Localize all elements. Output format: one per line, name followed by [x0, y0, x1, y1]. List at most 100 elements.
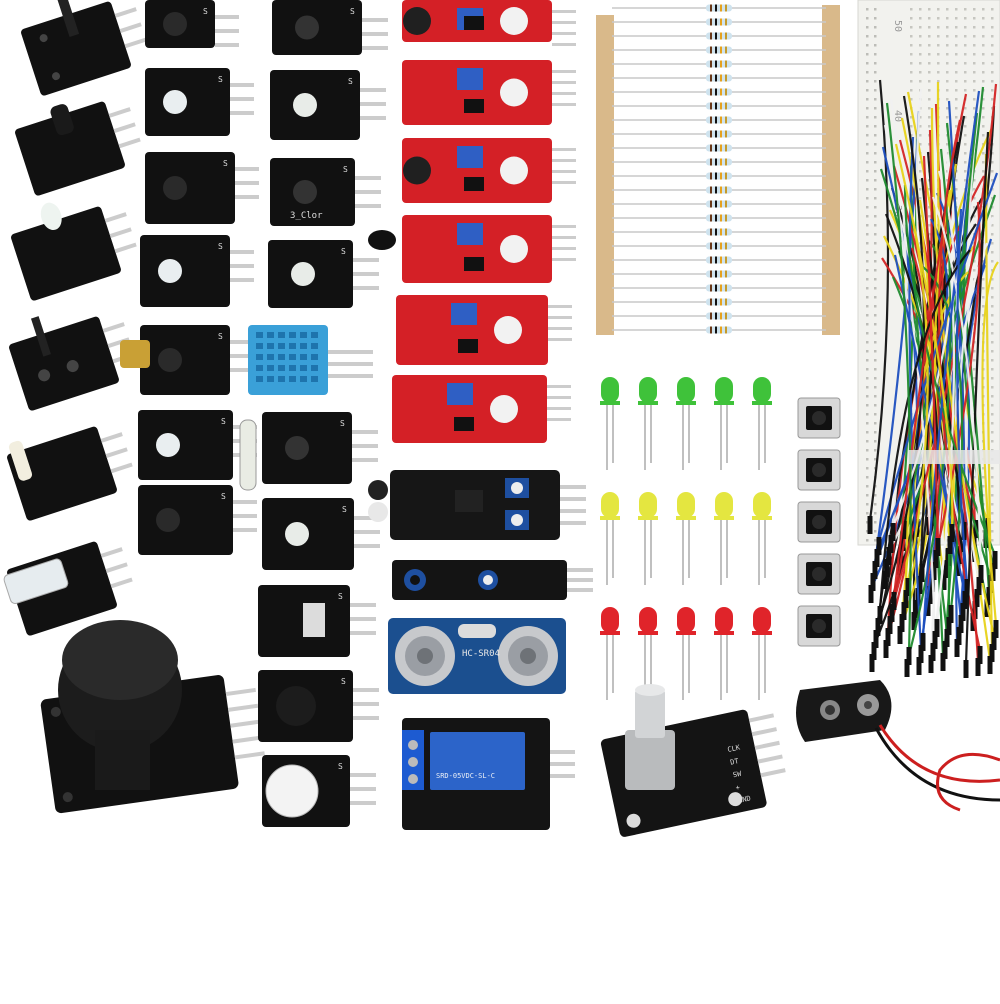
resistor: [612, 33, 826, 40]
hole: [982, 476, 985, 479]
wire-connector: [868, 516, 873, 534]
hole: [874, 179, 877, 182]
hole: [955, 80, 958, 83]
hole: [866, 476, 869, 479]
resistor: [612, 131, 826, 138]
resistor: [612, 215, 826, 222]
hole: [955, 35, 958, 38]
wire-connector: [949, 605, 954, 623]
hole: [874, 332, 877, 335]
hole: [991, 440, 994, 443]
hole: [874, 386, 877, 389]
hole: [866, 197, 869, 200]
sensor-module: S: [140, 235, 254, 307]
hole: [874, 413, 877, 416]
hole: [991, 44, 994, 47]
breadboard-number: 50: [892, 20, 903, 32]
hole: [919, 80, 922, 83]
hole: [866, 386, 869, 389]
hole: [866, 206, 869, 209]
hole: [982, 287, 985, 290]
resistor: [612, 19, 826, 26]
hole: [991, 395, 994, 398]
hole: [874, 368, 877, 371]
hole: [874, 395, 877, 398]
hole: [955, 26, 958, 29]
hole: [937, 26, 940, 29]
pin-label-s: S: [221, 492, 226, 501]
hole: [919, 53, 922, 56]
hole: [991, 494, 994, 497]
resistor: [612, 229, 826, 236]
hole: [928, 116, 931, 119]
hole: [919, 188, 922, 191]
hole: [982, 8, 985, 11]
hole: [955, 116, 958, 119]
hole: [866, 314, 869, 317]
pin-label-s: S: [341, 677, 346, 686]
hole: [874, 17, 877, 20]
hole: [991, 233, 994, 236]
hole: [874, 503, 877, 506]
hole: [910, 71, 913, 74]
hole: [991, 251, 994, 254]
led: [676, 377, 696, 470]
grill-slot: [267, 343, 274, 349]
hole: [874, 521, 877, 524]
hole: [991, 323, 994, 326]
hole: [919, 71, 922, 74]
tilted-reed-module: [3, 409, 139, 521]
hole: [928, 215, 931, 218]
hole: [910, 53, 913, 56]
hole: [928, 35, 931, 38]
hole: [866, 188, 869, 191]
led: [714, 607, 734, 700]
hole: [866, 260, 869, 263]
hole: [866, 503, 869, 506]
hole: [866, 368, 869, 371]
hole: [866, 215, 869, 218]
resistor: [612, 159, 826, 166]
wire-connector: [877, 537, 882, 555]
hole: [982, 296, 985, 299]
hole: [946, 62, 949, 65]
component: [293, 93, 317, 117]
sensor-module: S: [258, 585, 376, 657]
buzzer-body: [276, 686, 316, 726]
potentiometer: [451, 303, 477, 325]
hole: [955, 179, 958, 182]
hole: [874, 242, 877, 245]
hole: [874, 53, 877, 56]
hole: [919, 134, 922, 137]
hole: [874, 206, 877, 209]
grill-slot: [289, 332, 296, 338]
hole: [937, 71, 940, 74]
grill-slot: [278, 365, 285, 371]
hole: [874, 269, 877, 272]
ultrasonic-model-label: HC-SR04: [462, 649, 500, 659]
cable-tie: [908, 450, 1000, 464]
grill-slot: [300, 376, 307, 382]
wire-connector: [979, 565, 984, 583]
hole: [866, 359, 869, 362]
hole: [991, 341, 994, 344]
grill-slot: [267, 365, 274, 371]
reed-switch-glass: [240, 420, 256, 490]
hole: [866, 341, 869, 344]
resistor: [612, 299, 826, 306]
hole: [946, 8, 949, 11]
hole: [991, 26, 994, 29]
hole: [991, 71, 994, 74]
hole: [874, 350, 877, 353]
led: [752, 607, 772, 700]
resistor: [612, 89, 826, 96]
hole: [937, 44, 940, 47]
hole: [955, 98, 958, 101]
hole: [991, 8, 994, 11]
hole: [874, 8, 877, 11]
sensor-module: S: [262, 412, 378, 484]
hole: [866, 422, 869, 425]
led: [714, 377, 734, 470]
hole: [991, 80, 994, 83]
push-button: [798, 606, 840, 646]
